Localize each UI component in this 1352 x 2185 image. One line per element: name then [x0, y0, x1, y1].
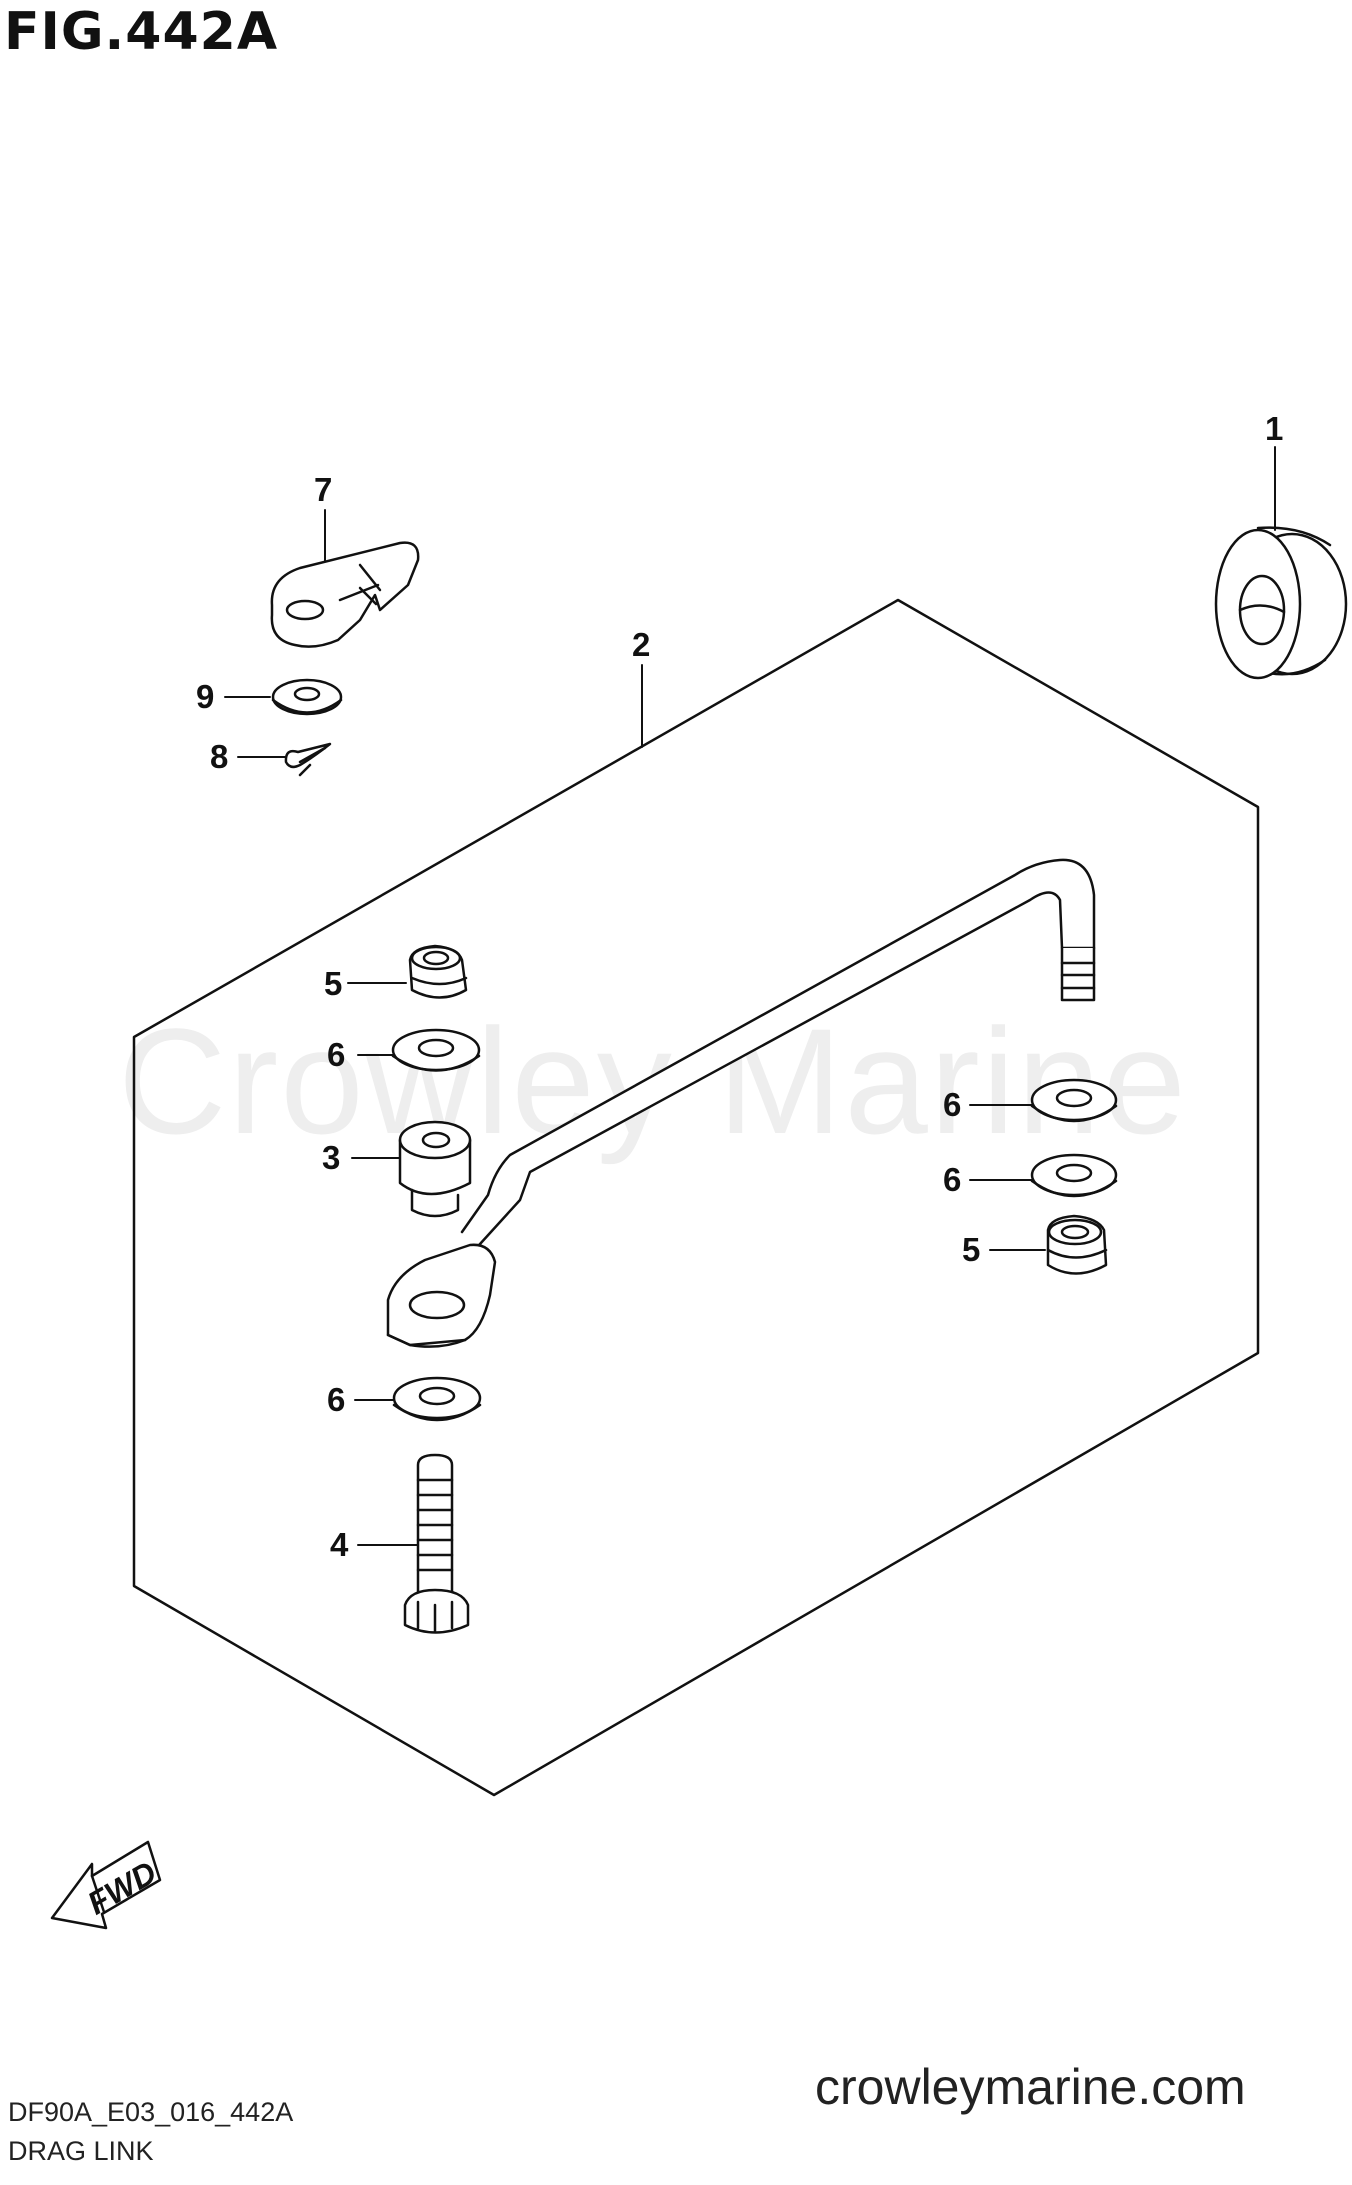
callout-1: 1 [1265, 410, 1284, 447]
diagram-caption: DRAG LINK [8, 2136, 154, 2166]
diagram-code: DF90A_E03_016_442A [8, 2097, 294, 2127]
website-label: crowleymarine.com [815, 2059, 1246, 2115]
callout-9: 9 [196, 678, 215, 715]
callout-7: 7 [314, 471, 333, 508]
callout-6-c: 6 [943, 1086, 962, 1123]
callout-6-b: 6 [327, 1381, 346, 1418]
part-3-collar [398, 1120, 472, 1218]
part-6-washer-a [391, 1028, 481, 1072]
part-1-bushing [1214, 526, 1348, 680]
part-6-washer-d [1030, 1153, 1118, 1198]
part-6-washer-c [1030, 1078, 1118, 1123]
fwd-arrow-icon [50, 1840, 162, 1930]
callout-3: 3 [322, 1139, 341, 1176]
figure-title: FIG.442A [4, 2, 279, 62]
part-2-drag-link [386, 858, 1096, 1348]
callout-6-a: 6 [327, 1036, 346, 1073]
part-9-washer [271, 678, 343, 716]
callout-8: 8 [210, 738, 229, 775]
callout-5-left: 5 [324, 965, 343, 1002]
part-7-link-end [270, 541, 420, 648]
part-8-cotter-pin [284, 742, 332, 777]
part-5-nut-right [1046, 1214, 1108, 1275]
callout-2: 2 [632, 626, 651, 663]
callout-4: 4 [330, 1526, 349, 1563]
callout-6-d: 6 [943, 1161, 962, 1198]
kit-outline [132, 598, 1260, 1797]
part-4-bolt [403, 1453, 470, 1634]
part-6-washer-b [392, 1376, 482, 1422]
part-5-nut-left [408, 944, 468, 999]
callout-5-right: 5 [962, 1231, 981, 1268]
